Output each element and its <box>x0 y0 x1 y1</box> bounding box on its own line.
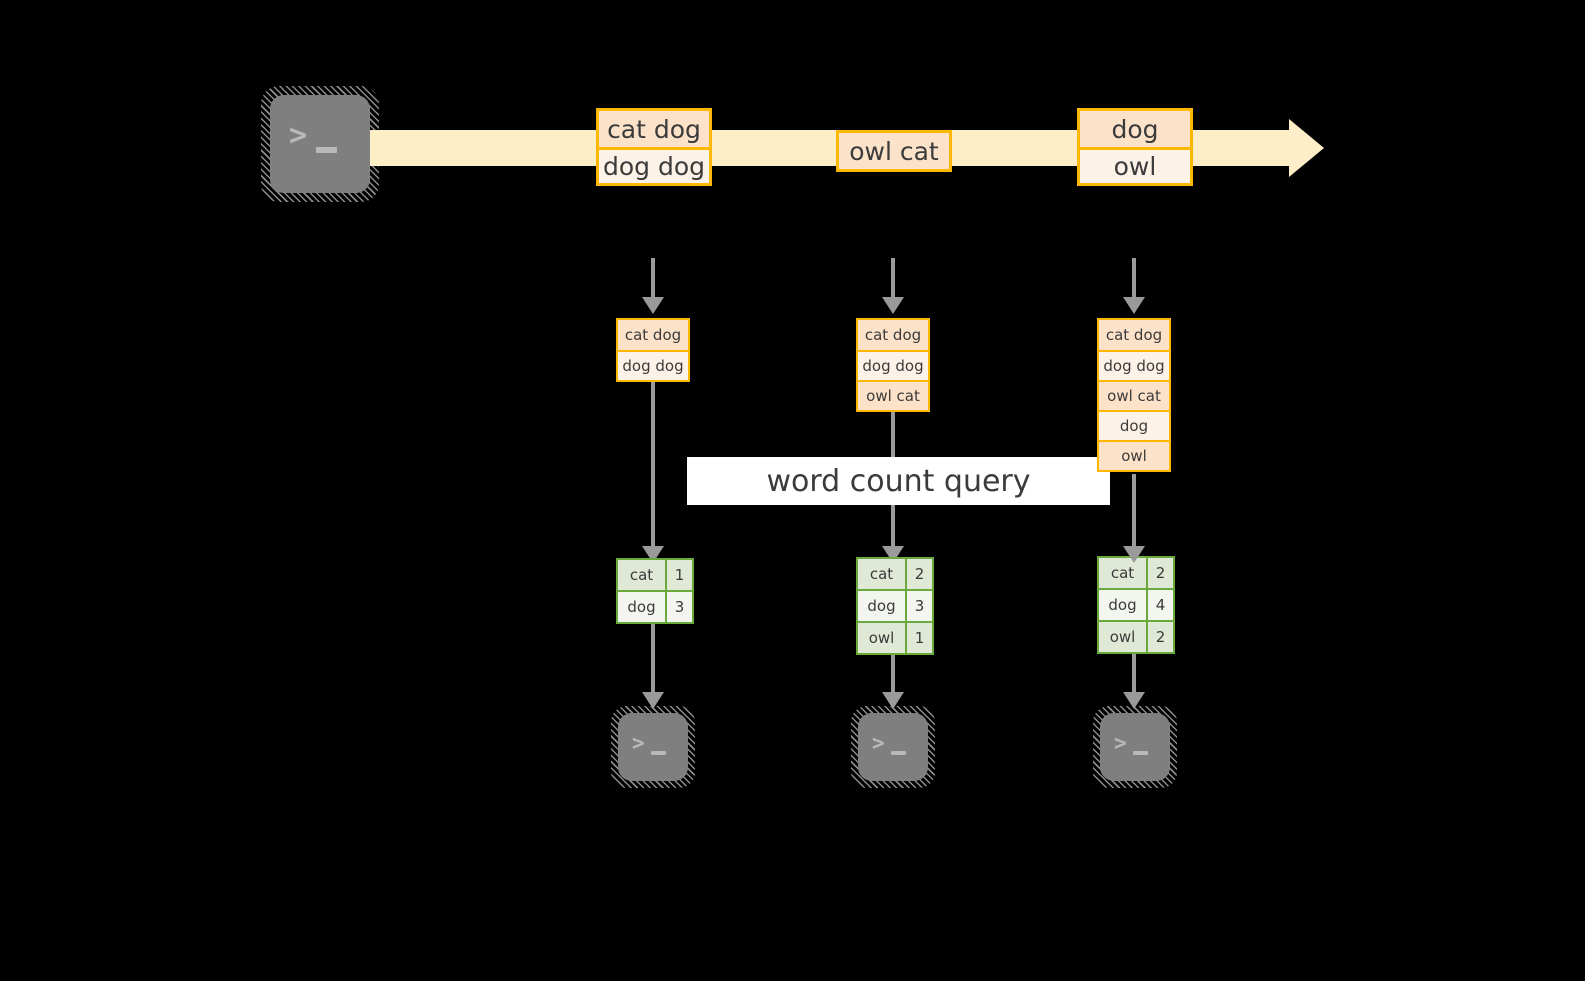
table-row: owl 1 <box>858 621 932 653</box>
snapshot-record: dog dog <box>618 350 688 380</box>
result-word: dog <box>618 592 665 622</box>
terminal-body <box>618 713 688 781</box>
stream-record: dog <box>1080 111 1190 147</box>
snapshot-record: cat dog <box>1099 320 1169 350</box>
snapshot-record: owl cat <box>1099 380 1169 410</box>
snapshot-3-dashed-arrowhead-icon <box>1123 297 1145 314</box>
terminal-prompt-glyph: > <box>1114 731 1127 755</box>
terminal-cursor-icon <box>1133 751 1148 755</box>
snapshot-1-result-table[interactable]: cat 1 dog 3 <box>616 558 694 624</box>
snapshot-record: cat dog <box>618 320 688 350</box>
snapshot-record: dog dog <box>858 350 928 380</box>
snapshot-2-sink-connector <box>891 651 895 697</box>
terminal-body <box>1100 713 1170 781</box>
stream-batch-1[interactable]: cat dog dog dog <box>596 108 712 186</box>
result-count: 2 <box>905 559 932 589</box>
snapshot-1-dashed-connector <box>651 258 655 298</box>
snapshot-3-query-arrowhead-icon <box>1123 546 1145 563</box>
snapshot-1-query-connector <box>651 382 655 552</box>
result-word: cat <box>1099 558 1146 588</box>
snapshot-3-sink-connector <box>1132 650 1136 697</box>
result-word: owl <box>858 623 905 653</box>
snapshot-3-result-table[interactable]: cat 2 dog 4 owl 2 <box>1097 556 1175 654</box>
snapshot-3-records[interactable]: cat dog dog dog owl cat dog owl <box>1097 318 1171 472</box>
result-word: cat <box>858 559 905 589</box>
query-banner-label: word count query <box>766 463 1031 499</box>
result-count: 1 <box>665 560 692 590</box>
snapshot-2-result-table[interactable]: cat 2 dog 3 owl 1 <box>856 557 934 655</box>
terminal-prompt-glyph: > <box>872 731 885 755</box>
snapshot-2-sink-arrowhead-icon <box>882 692 904 709</box>
snapshot-1-sink-arrowhead-icon <box>642 692 664 709</box>
snapshot-record: dog dog <box>1099 350 1169 380</box>
result-word: dog <box>1099 590 1146 620</box>
table-row: dog 3 <box>858 589 932 621</box>
result-count: 2 <box>1146 622 1173 652</box>
snapshot-record: owl cat <box>858 380 928 410</box>
table-row: owl 2 <box>1099 620 1173 652</box>
terminal-cursor-icon <box>651 751 666 755</box>
result-count: 3 <box>665 592 692 622</box>
terminal-cursor-icon <box>891 751 906 755</box>
snapshot-3-query-connector <box>1132 474 1136 552</box>
snapshot-3-sink-arrowhead-icon <box>1123 692 1145 709</box>
result-word: cat <box>618 560 665 590</box>
result-word: owl <box>1099 622 1146 652</box>
table-row: dog 3 <box>618 590 692 622</box>
table-row: cat 1 <box>618 560 692 590</box>
terminal-body <box>270 95 370 193</box>
result-count: 3 <box>905 591 932 621</box>
terminal-prompt-glyph: > <box>632 731 645 755</box>
stream-batch-2[interactable]: owl cat <box>836 130 952 172</box>
table-row: cat 2 <box>1099 558 1173 588</box>
snapshot-3-sink-terminal-icon[interactable]: > <box>1093 706 1177 788</box>
table-row: cat 2 <box>858 559 932 589</box>
snapshot-3-dashed-connector <box>1132 258 1136 298</box>
terminal-body <box>858 713 928 781</box>
stream-arrowhead-icon <box>1289 119 1324 177</box>
result-word: dog <box>858 591 905 621</box>
table-row: dog 4 <box>1099 588 1173 620</box>
stream-record: owl cat <box>839 133 949 169</box>
result-count: 2 <box>1146 558 1173 588</box>
snapshot-2-sink-terminal-icon[interactable]: > <box>851 706 935 788</box>
stream-record: dog dog <box>599 147 709 183</box>
terminal-cursor-icon <box>316 147 337 153</box>
source-terminal-icon[interactable]: > <box>261 86 379 202</box>
snapshot-1-records[interactable]: cat dog dog dog <box>616 318 690 382</box>
snapshot-record: dog <box>1099 410 1169 440</box>
result-count: 1 <box>905 623 932 653</box>
snapshot-2-dashed-connector <box>891 258 895 298</box>
snapshot-1-dashed-arrowhead-icon <box>642 297 664 314</box>
result-count: 4 <box>1146 590 1173 620</box>
query-banner: word count query <box>687 457 1110 505</box>
snapshot-1-sink-connector <box>651 622 655 697</box>
terminal-prompt-glyph: > <box>289 118 308 153</box>
snapshot-record: cat dog <box>858 320 928 350</box>
snapshot-1-sink-terminal-icon[interactable]: > <box>611 706 695 788</box>
snapshot-2-dashed-arrowhead-icon <box>882 297 904 314</box>
stream-record: cat dog <box>599 111 709 147</box>
stream-batch-3[interactable]: dog owl <box>1077 108 1193 186</box>
snapshot-2-records[interactable]: cat dog dog dog owl cat <box>856 318 930 412</box>
stream-record: owl <box>1080 147 1190 183</box>
snapshot-record: owl <box>1099 440 1169 470</box>
